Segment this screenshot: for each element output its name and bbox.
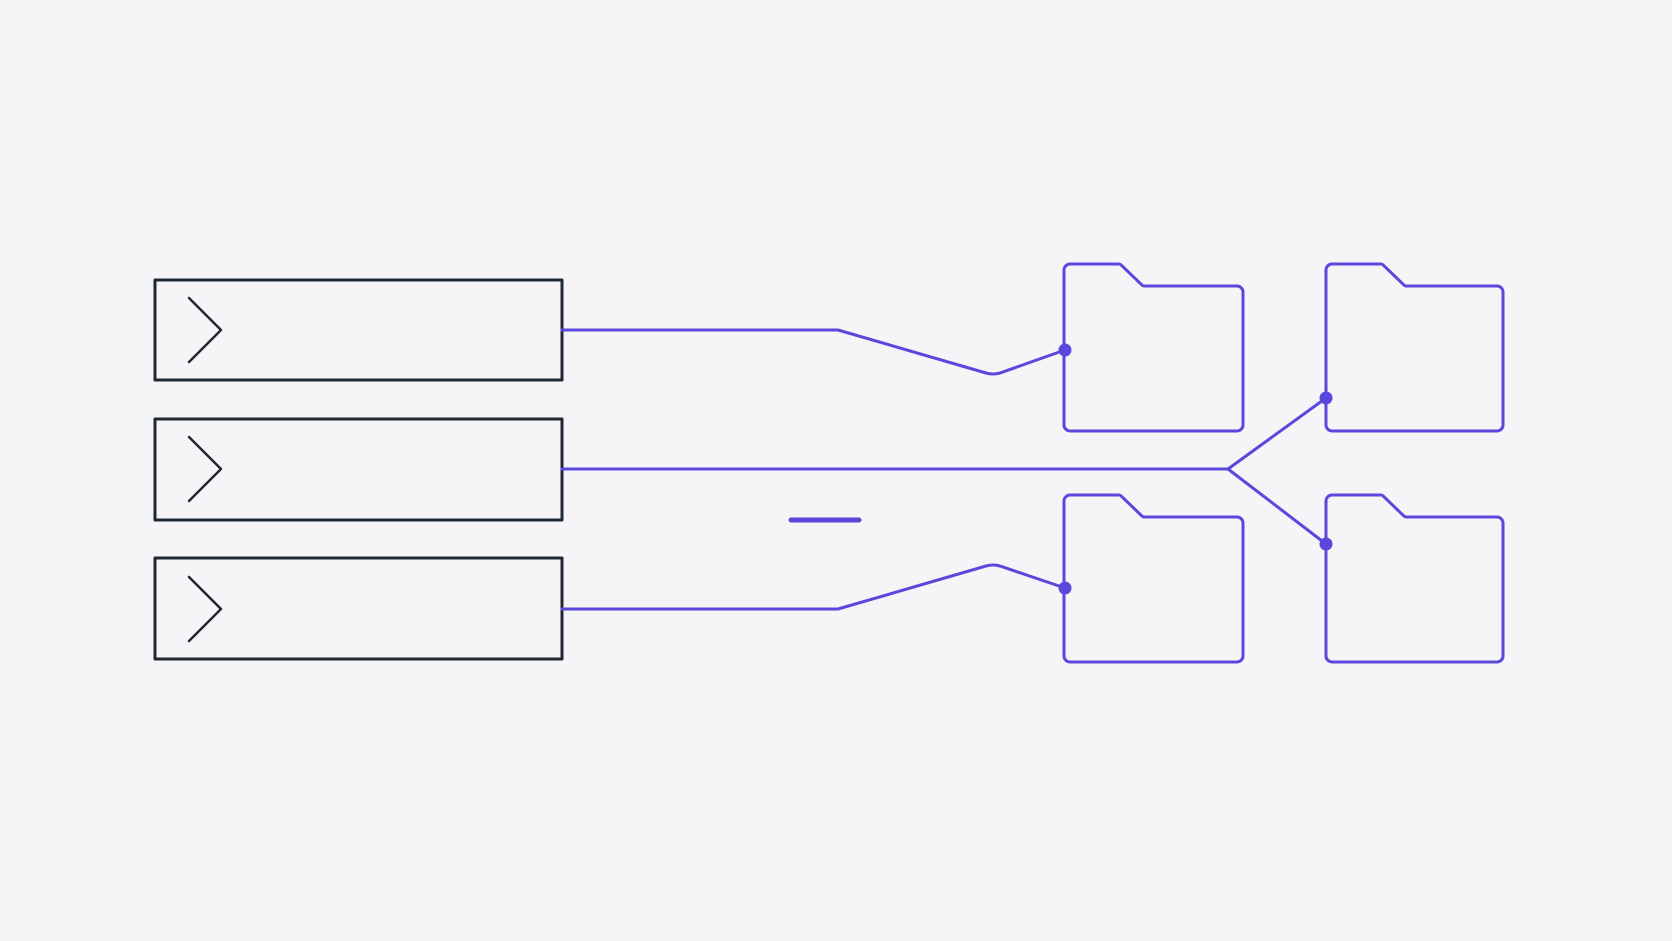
- folder-icon: [1324, 493, 1505, 664]
- connector-panel-2-folder-top-right: [1226, 396, 1328, 471]
- panel-1: [153, 278, 564, 382]
- connection-dot: [1319, 537, 1333, 551]
- chevron-right-icon: [187, 435, 223, 503]
- panel-frame: [153, 278, 564, 382]
- connection-dot: [1058, 581, 1072, 595]
- folder-icon: [1324, 262, 1505, 433]
- connection-dot: [1058, 343, 1072, 357]
- panel-2: [153, 417, 564, 522]
- panel-frame: [153, 556, 564, 661]
- folder-icon: [1062, 262, 1245, 433]
- chevron-right-icon: [187, 575, 223, 643]
- connector-panel-3-folder-bottom-left: [560, 563, 1067, 611]
- connector-panel-2-folder-bottom-right: [1226, 467, 1328, 546]
- chevron-right-icon: [187, 296, 223, 364]
- connection-dot: [1319, 391, 1333, 405]
- folder-icon: [1062, 493, 1245, 664]
- panel-frame: [153, 417, 564, 522]
- panel-3: [153, 556, 564, 661]
- connector-panel-1-folder-top-left: [560, 328, 1067, 376]
